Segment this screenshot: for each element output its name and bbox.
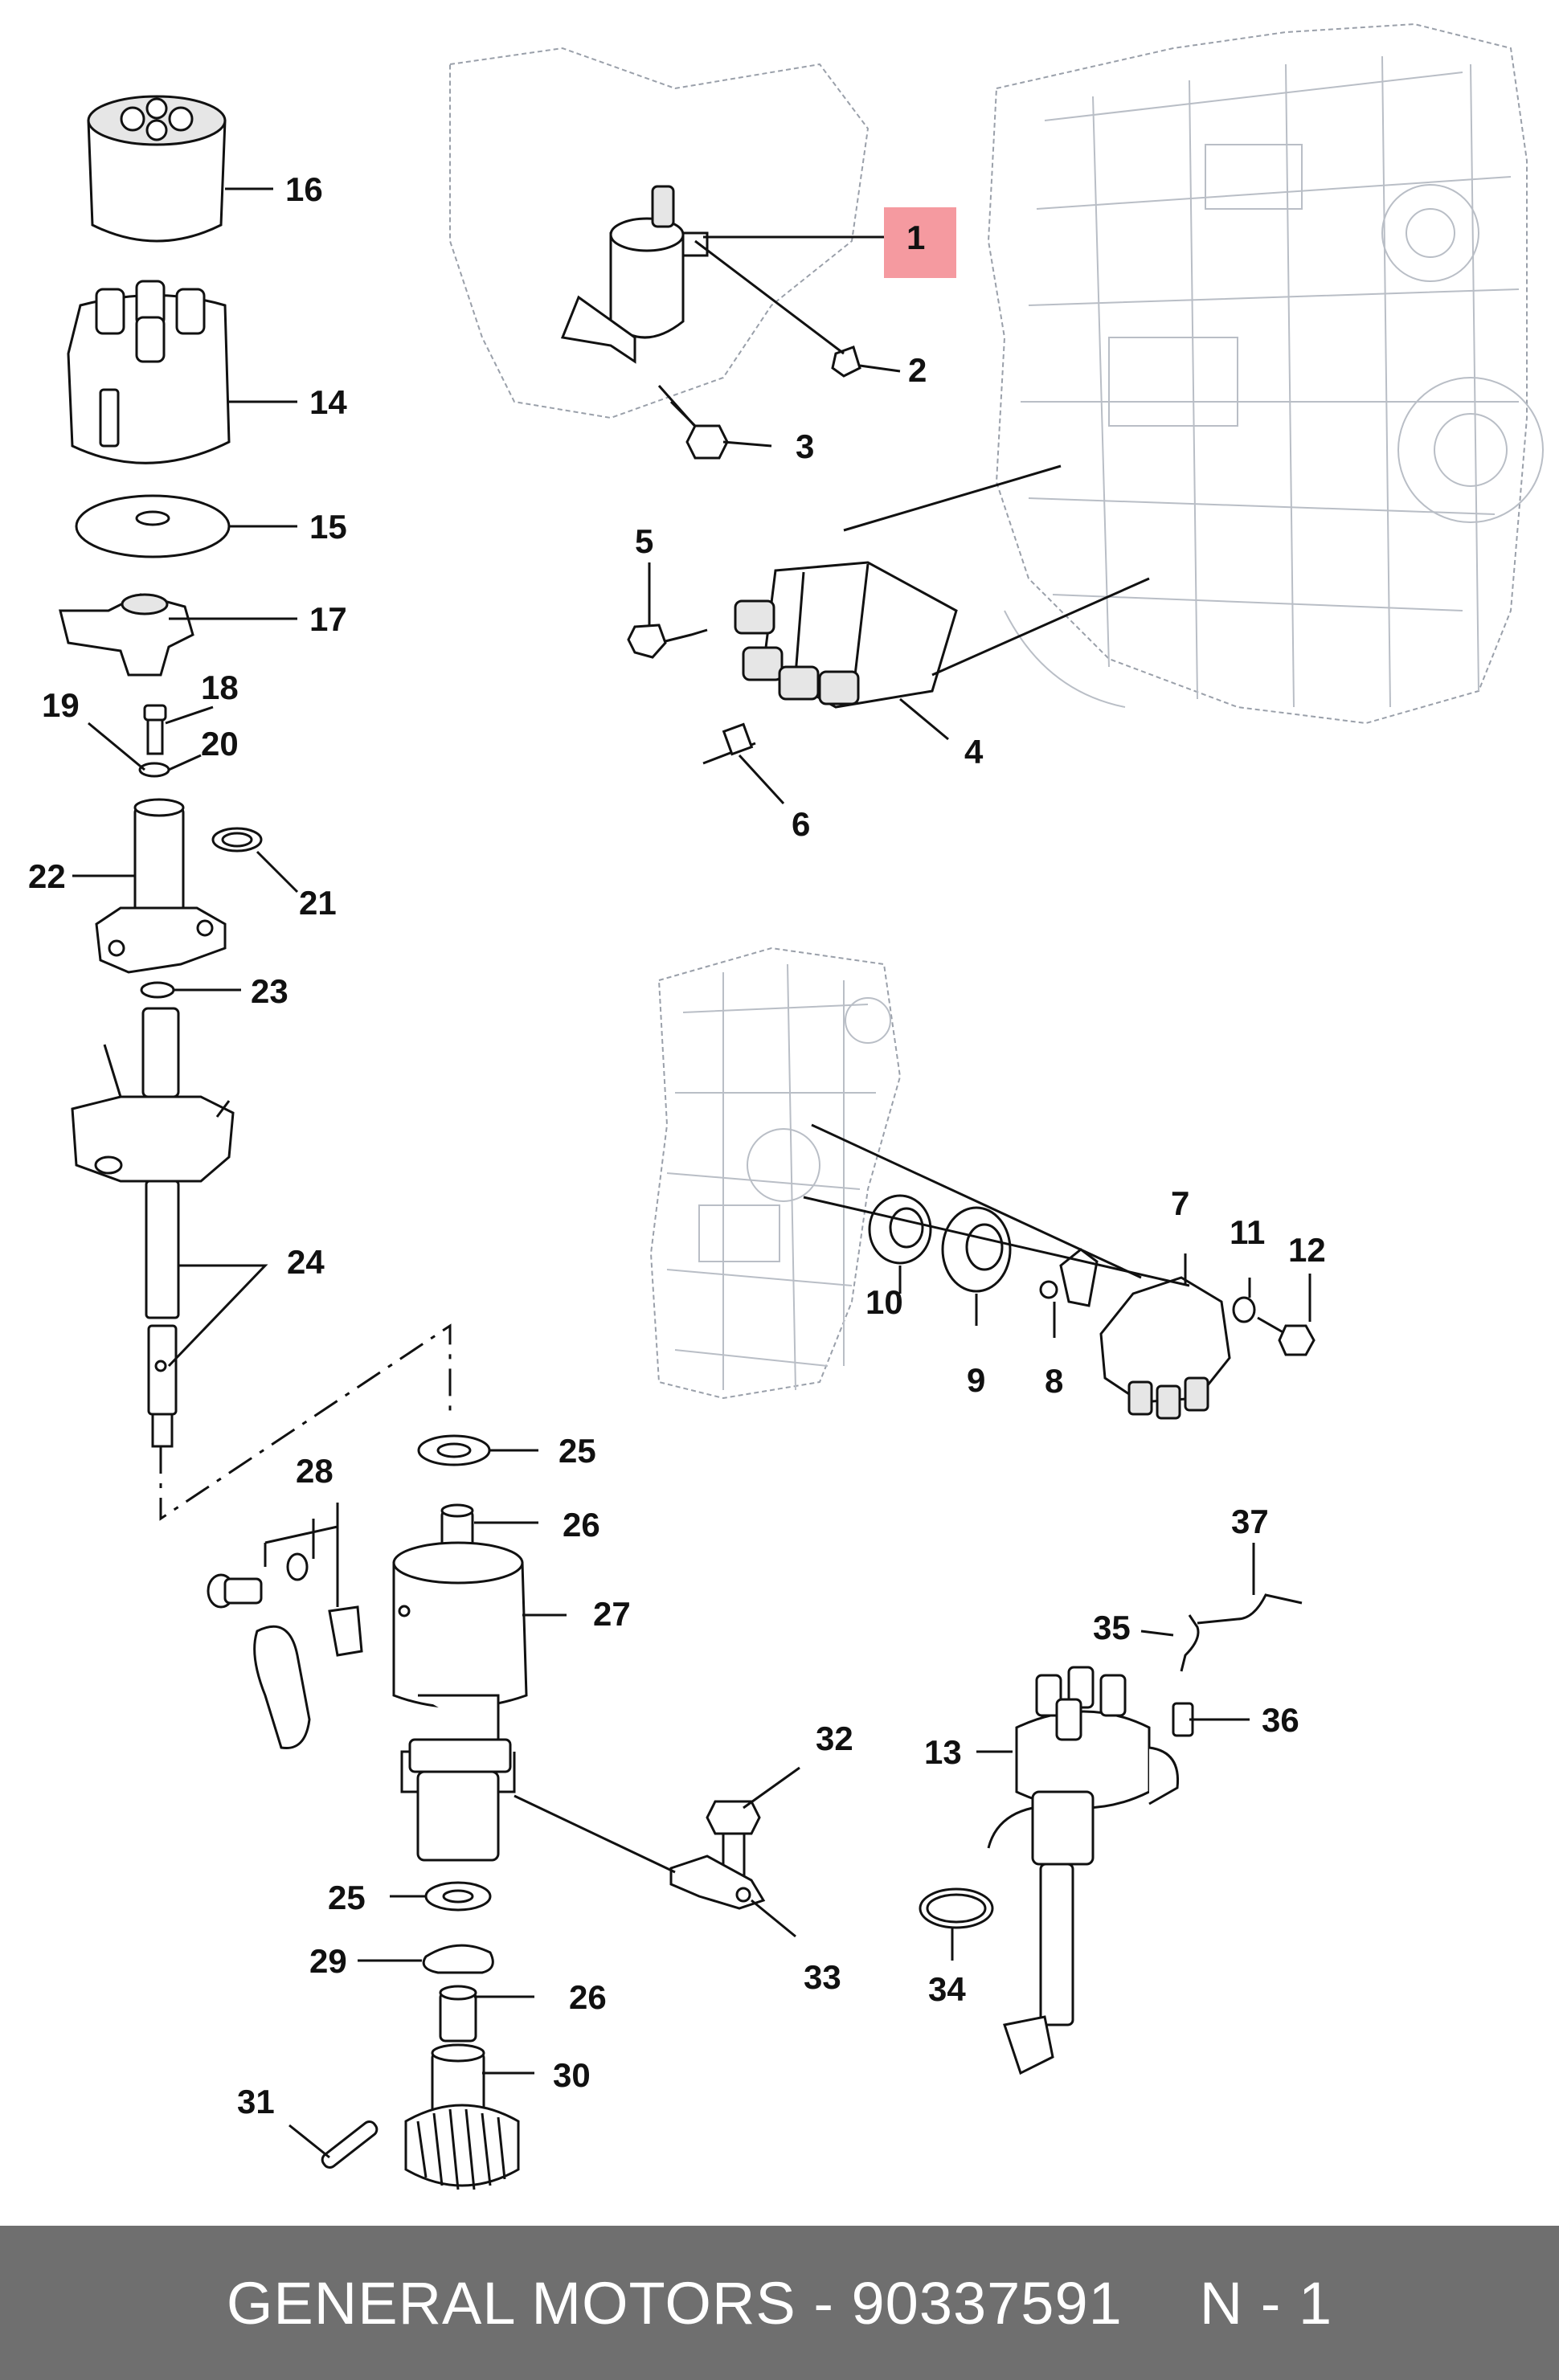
callout-35: 35 [1093, 1609, 1131, 1646]
callout-6: 6 [792, 805, 810, 843]
distributor-body-27 [392, 1541, 528, 1862]
callout-22: 22 [28, 857, 66, 895]
callout-12: 12 [1288, 1231, 1326, 1269]
callout-28: 28 [296, 1452, 333, 1490]
callout-33: 33 [804, 1958, 841, 1996]
bolt-5 [627, 624, 708, 659]
callout-13: 13 [924, 1733, 962, 1771]
footer-bar: GENERAL MOTORS - 90337591 N - 1 [0, 2226, 1559, 2380]
callout-26-lower: 26 [569, 1978, 607, 2016]
callout-37: 37 [1231, 1503, 1269, 1540]
callout-21: 21 [299, 884, 337, 922]
callout-9: 9 [967, 1361, 985, 1399]
distributor-13 [987, 1666, 1180, 2075]
leader-lines [72, 187, 1311, 2159]
callout-4: 4 [964, 733, 984, 771]
callout-18: 18 [201, 669, 239, 706]
shield-15 [75, 494, 231, 558]
washer-11 [1232, 1296, 1256, 1323]
distributor-cap-14 [67, 280, 231, 464]
distributor-module [734, 464, 1150, 709]
clamp-28 [207, 1503, 363, 1750]
callout-32: 32 [816, 1720, 853, 1757]
bushing-26-lower [439, 1985, 477, 2043]
footer-page-number: N - 1 [1199, 2269, 1333, 2337]
callout-10: 10 [865, 1283, 903, 1321]
callout-15: 15 [309, 508, 347, 546]
engine-background-top [449, 22, 1544, 725]
gear-30 [404, 2043, 520, 2190]
footer-brand-part-number: GENERAL MOTORS - 90337591 [226, 2269, 1123, 2337]
callout-20: 20 [201, 725, 239, 763]
callout-3: 3 [796, 427, 814, 465]
callout-26-upper: 26 [563, 1506, 600, 1544]
callout-2: 2 [908, 351, 927, 389]
exploded-parts-diagram: 1 2 3 4 5 6 7 8 9 10 11 12 13 14 15 16 1… [28, 22, 1544, 2190]
washer-25-lower [424, 1881, 492, 1912]
callout-23: 23 [251, 972, 288, 1010]
callout-31: 31 [237, 2083, 275, 2120]
bushing-26-upper [440, 1503, 474, 1552]
screw-18 [143, 704, 167, 755]
callout-1: 1 [906, 219, 925, 256]
gear-seal-9 [941, 1206, 1012, 1293]
callout-36: 36 [1262, 1701, 1299, 1739]
callout-19: 19 [42, 686, 80, 724]
callout-11: 11 [1230, 1213, 1265, 1251]
advance-plate [71, 1007, 235, 1183]
callout-25-upper: 25 [559, 1432, 596, 1470]
hose-35 [1180, 1614, 1200, 1672]
shaft-housing-22 [95, 798, 227, 974]
pin-31 [321, 2120, 378, 2169]
callout-30: 30 [553, 2056, 591, 2094]
callout-16: 16 [285, 170, 323, 208]
washer-25-upper [417, 1434, 491, 1466]
cover-10 [868, 1194, 932, 1265]
distributor-7 [803, 1123, 1231, 1420]
coil-nut [831, 346, 861, 378]
rotor-17 [59, 593, 194, 677]
clamp-33 [514, 1794, 766, 1910]
callout-1-highlight [884, 207, 956, 278]
callout-17: 17 [309, 600, 347, 638]
washer-23 [140, 981, 175, 999]
callout-25-lower: 25 [328, 1879, 366, 1916]
dash-dot-alignment-line [159, 1323, 452, 1521]
ring-34 [919, 1887, 994, 1929]
shaft-24 [145, 1180, 180, 1448]
engine-background-middle [649, 947, 902, 1400]
spring-29 [422, 1944, 494, 1974]
ring-21 [211, 827, 263, 853]
callout-5: 5 [635, 522, 653, 560]
hose-37 [1197, 1593, 1303, 1625]
bolt-12 [1257, 1316, 1316, 1356]
callout-34: 34 [928, 1970, 966, 2008]
callout-7: 7 [1171, 1184, 1189, 1222]
rotor-cap-16 [87, 95, 227, 243]
callout-24: 24 [287, 1243, 325, 1281]
ignition-coil [560, 185, 709, 364]
callout-29: 29 [309, 1942, 347, 1980]
callout-8: 8 [1045, 1362, 1063, 1400]
bolt-6 [702, 722, 756, 765]
callout-27: 27 [593, 1595, 631, 1633]
callout-14: 14 [309, 383, 347, 421]
coil-bolt [657, 385, 729, 460]
